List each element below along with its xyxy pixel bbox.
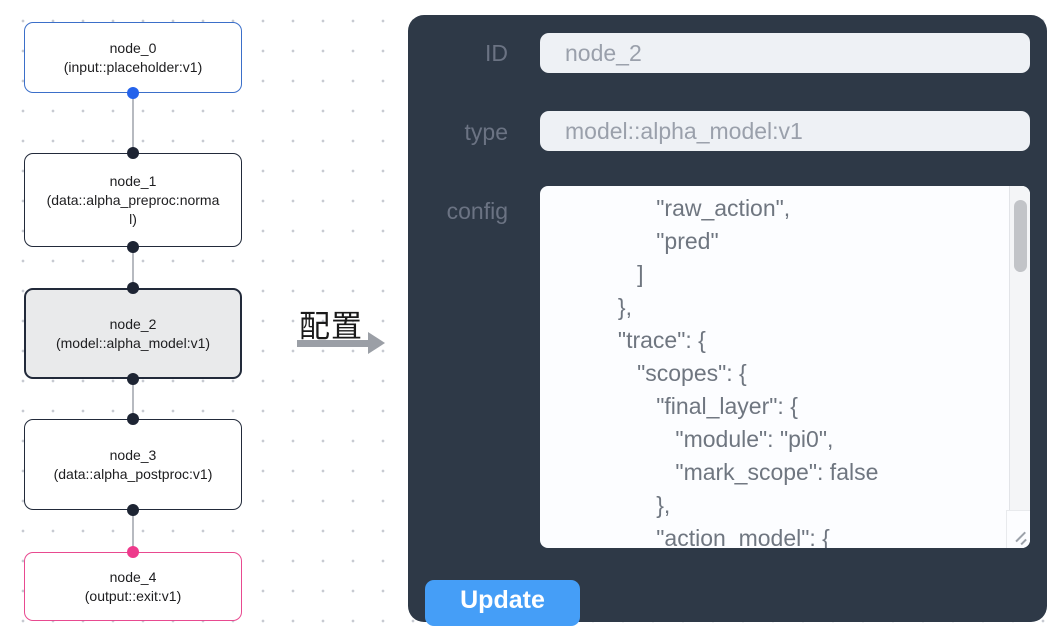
handle-node_3-target[interactable] bbox=[127, 413, 139, 425]
configure-arrow bbox=[297, 340, 368, 347]
configure-arrow-head bbox=[368, 332, 385, 354]
flow-node-node_0[interactable]: node_0(input::placeholder:v1) bbox=[24, 22, 242, 93]
node-label: node_3(data::alpha_postproc:v1) bbox=[53, 446, 213, 482]
handle-node_4-target[interactable] bbox=[127, 546, 139, 558]
handle-node_2-source[interactable] bbox=[127, 373, 139, 385]
edge-node1-node2 bbox=[132, 247, 134, 290]
flow-node-node_1[interactable]: node_1(data::alpha_preproc:normal) bbox=[24, 153, 242, 247]
type-field-label: type bbox=[464, 119, 508, 145]
config-json-text: "raw_action", "pred" ] }, "trace": { "sc… bbox=[617, 195, 879, 548]
node-label: node_1(data::alpha_preproc:normal) bbox=[46, 172, 220, 227]
handle-node_0-source[interactable] bbox=[127, 87, 139, 99]
node-label: node_0(input::placeholder:v1) bbox=[63, 39, 203, 75]
edge-node3-node4 bbox=[132, 510, 134, 554]
id-input[interactable] bbox=[540, 33, 1030, 73]
edge-node0-node1 bbox=[132, 93, 134, 155]
node-label: node_4(output::exit:v1) bbox=[84, 568, 182, 604]
config-scrollbar[interactable] bbox=[1009, 186, 1030, 510]
flow-node-node_2[interactable]: node_2(model::alpha_model:v1) bbox=[24, 288, 242, 379]
flow-node-node_4[interactable]: node_4(output::exit:v1) bbox=[24, 552, 242, 621]
id-field-label: ID bbox=[485, 40, 508, 66]
config-textarea[interactable]: "raw_action", "pred" ] }, "trace": { "sc… bbox=[540, 186, 1030, 548]
node-label: node_2(model::alpha_model:v1) bbox=[55, 315, 211, 351]
handle-node_1-source[interactable] bbox=[127, 241, 139, 253]
config-field-label: config bbox=[446, 198, 508, 224]
handle-node_2-target[interactable] bbox=[127, 282, 139, 294]
type-input[interactable] bbox=[540, 111, 1030, 151]
flow-node-node_3[interactable]: node_3(data::alpha_postproc:v1) bbox=[24, 419, 242, 510]
handle-node_3-source[interactable] bbox=[127, 504, 139, 516]
handle-node_1-target[interactable] bbox=[127, 147, 139, 159]
config-resize-handle[interactable] bbox=[1006, 510, 1030, 548]
config-scrollbar-thumb[interactable] bbox=[1013, 200, 1027, 272]
update-button[interactable]: Update bbox=[425, 580, 580, 626]
edge-node2-node3 bbox=[132, 379, 134, 421]
configure-arrow-label: 配置 bbox=[299, 309, 363, 344]
